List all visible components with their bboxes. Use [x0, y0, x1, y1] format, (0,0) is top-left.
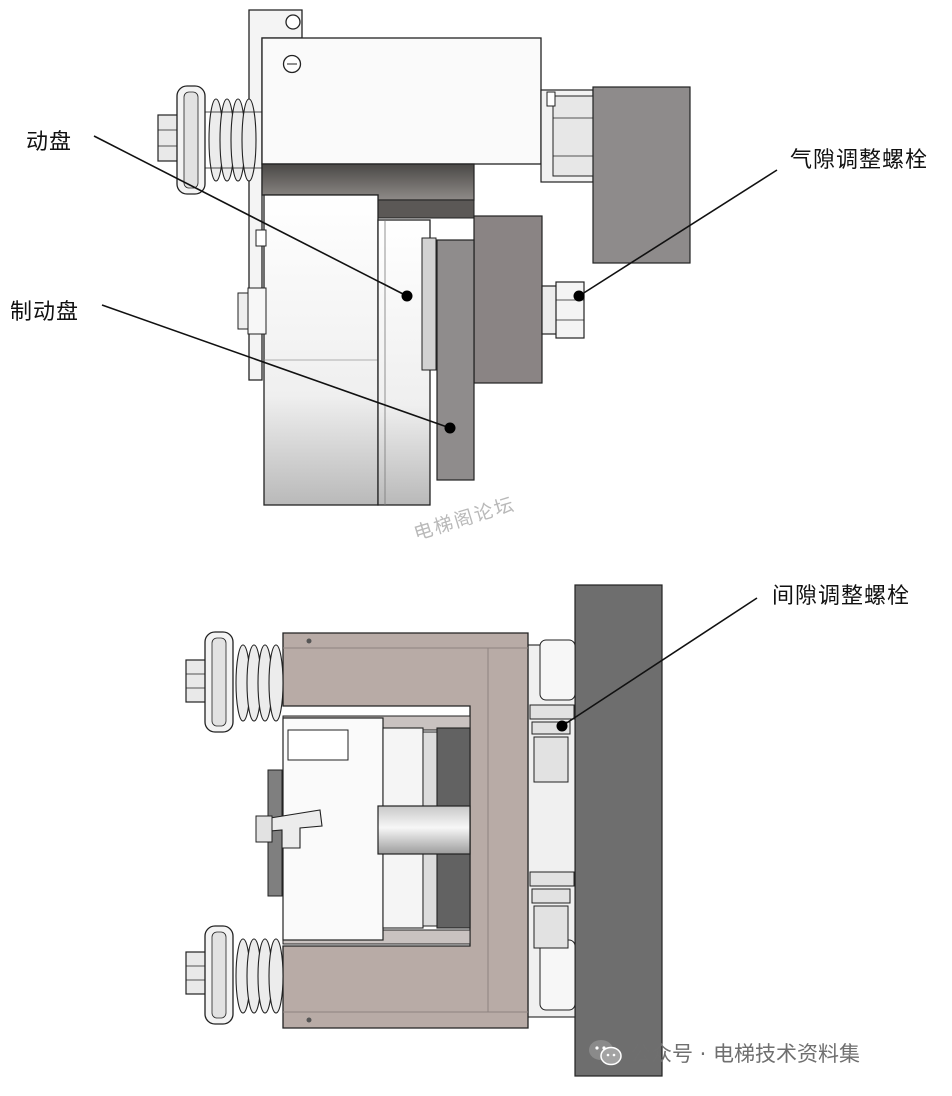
leader-clearance-bolt: [556, 597, 758, 732]
leader-air-gap-bolt: [573, 169, 778, 302]
leader-brake-disc: [101, 304, 456, 434]
label-moving-disc: 动盘: [26, 130, 73, 155]
label-brake-disc: 制动盘: [10, 300, 80, 325]
spring-top: [208, 98, 257, 182]
label-air-gap-bolt: 气隙调整螺栓: [790, 148, 929, 173]
leader-moving-disc: [93, 135, 413, 302]
wechat-icon: [589, 1040, 622, 1066]
label-clearance-bolt: 间隙调整螺栓: [772, 584, 911, 609]
brake-front-view: [185, 584, 663, 1077]
credit-text: 公众号 · 电梯技术资料集: [630, 1042, 861, 1066]
brake-side-view: [157, 9, 691, 506]
credit: 公众号 · 电梯技术资料集: [588, 1036, 860, 1070]
